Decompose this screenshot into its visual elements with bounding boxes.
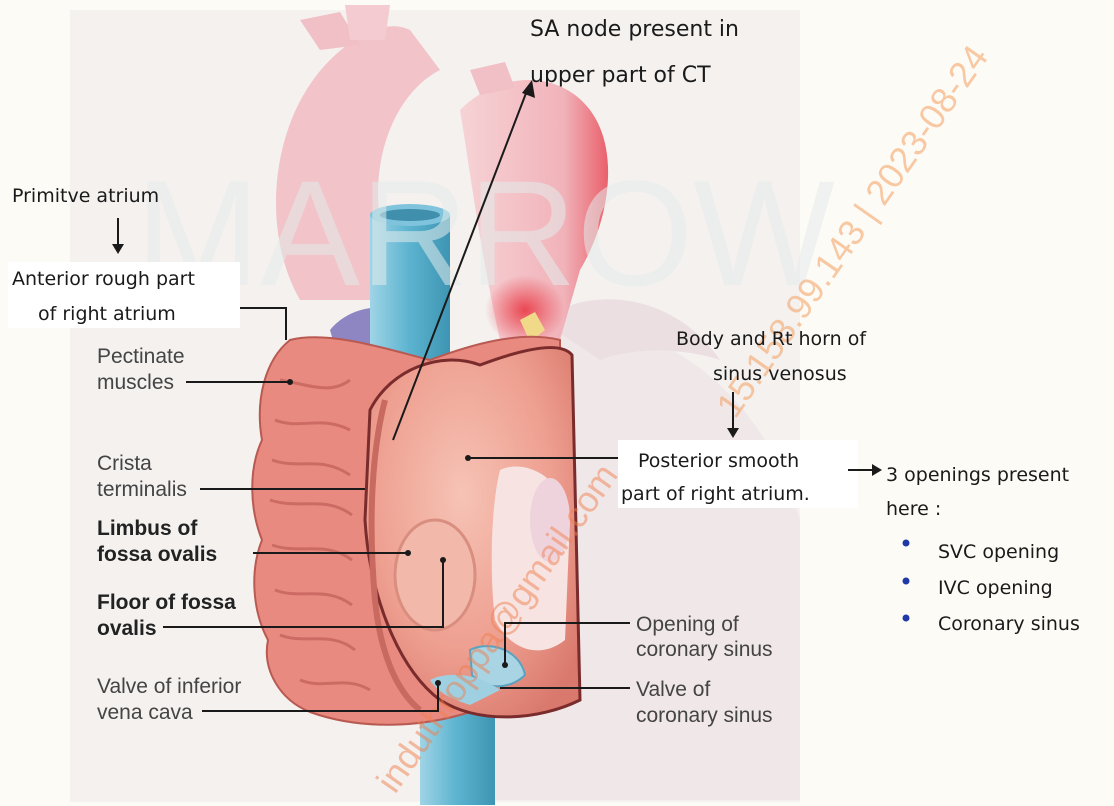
label-pectinate-2: muscles	[97, 371, 174, 394]
label-valve-cs-2: coronary sinus	[636, 704, 773, 727]
bullet-icon	[903, 540, 910, 547]
label-crista-1: Crista	[97, 452, 152, 475]
annotation-primitive-atrium: Primitve atrium	[12, 185, 159, 207]
bullet-icon	[903, 578, 910, 585]
annotation-posterior-smooth-2: part of right atrium.	[621, 483, 810, 505]
annotation-posterior-smooth-1: Posterior smooth	[638, 450, 799, 472]
label-opening-cs-1: Opening of	[636, 613, 739, 636]
annotation-body-horn-1: Body and Rt horn of	[676, 328, 867, 350]
annotation-anterior-rough-2: of right atrium	[38, 303, 176, 325]
annotation-sa-node-1: SA node present in	[530, 17, 739, 42]
label-opening-cs-2: coronary sinus	[636, 638, 773, 661]
label-limbus-2: fossa ovalis	[97, 543, 217, 566]
label-valve-cs-1: Valve of	[636, 678, 710, 701]
annotation-sa-node-2: upper part of CT	[530, 63, 711, 88]
label-valve-ivc-2: vena cava	[97, 701, 193, 724]
openings-list-item: Coronary sinus	[938, 613, 1080, 635]
watermark-brand: MARROW	[135, 149, 835, 317]
annotation-body-horn-2: sinus venosus	[713, 363, 847, 385]
label-crista-2: terminalis	[97, 478, 187, 501]
label-valve-ivc-1: Valve of inferior	[97, 675, 241, 698]
openings-list: SVC opening IVC opening Coronary sinus	[903, 540, 1080, 636]
arrowhead-icon	[872, 464, 882, 476]
label-limbus-1: Limbus of	[97, 517, 198, 540]
label-pectinate-1: Pectinate	[97, 345, 185, 368]
annotation-openings-heading-1: 3 openings present	[886, 464, 1069, 486]
annotation-openings-heading-2: here :	[886, 498, 941, 520]
bullet-icon	[903, 615, 910, 622]
fossa-ovalis	[395, 520, 475, 630]
openings-list-item: SVC opening	[938, 541, 1059, 563]
label-floor-1: Floor of fossa	[97, 591, 236, 614]
annotation-anterior-rough-1: Anterior rough part	[12, 268, 195, 290]
label-floor-2: ovalis	[97, 617, 157, 640]
openings-list-item: IVC opening	[938, 577, 1053, 599]
